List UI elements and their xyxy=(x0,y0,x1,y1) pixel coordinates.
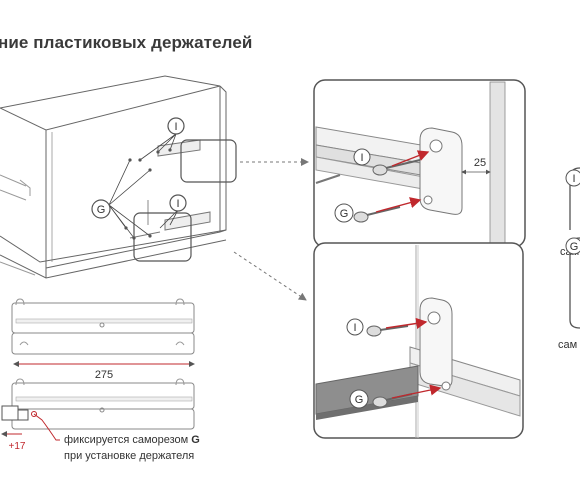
cabinet-screw-dots xyxy=(124,148,172,240)
rail-drawing-shift: +17 xyxy=(1,378,195,452)
side-label-bottom: сам xyxy=(558,339,577,351)
page-title: ние пластиковых держателей xyxy=(0,33,253,52)
screw-i-top xyxy=(372,159,421,176)
detail-panel-top: I G 25 xyxy=(313,79,526,248)
marker-g-cabinet: G xyxy=(91,199,111,219)
caption-line1: фиксируется саморезом G xyxy=(64,434,200,446)
svg-text:I: I xyxy=(176,198,179,210)
callout-lines xyxy=(108,133,179,239)
marker-g-panel-bottom: G xyxy=(349,389,369,409)
screw-i-bottom xyxy=(366,325,409,337)
svg-text:I: I xyxy=(174,121,177,133)
svg-text:G: G xyxy=(340,208,349,220)
caption-line2: при установке держателя xyxy=(64,450,194,462)
svg-text:I: I xyxy=(572,173,575,185)
screw-g-top xyxy=(353,206,401,223)
svg-text:G: G xyxy=(355,394,364,406)
pointer-line-bottom xyxy=(233,251,307,301)
svg-text:G: G xyxy=(570,241,579,253)
highlight-box-top xyxy=(180,139,237,183)
marker-g-panel-top: G xyxy=(334,203,354,223)
svg-text:I: I xyxy=(360,152,363,164)
side-panel-bottom: G сам xyxy=(558,237,580,351)
marker-i-bottom: I xyxy=(169,194,187,212)
svg-text:I: I xyxy=(353,322,356,334)
dimension-shift: +17 xyxy=(9,441,26,452)
detail-panel-bottom: I G xyxy=(313,242,524,439)
rail-drawing-length: 275 xyxy=(11,298,195,381)
dimension-rail-length: 275 xyxy=(95,369,113,381)
svg-text:G: G xyxy=(97,204,106,216)
marker-i-panel-top: I xyxy=(353,148,371,166)
highlight-box-bottom xyxy=(133,212,192,262)
dimension-top-offset: 25 xyxy=(474,157,486,169)
marker-i-panel-bottom: I xyxy=(346,318,364,336)
marker-i-top: I xyxy=(167,117,185,135)
cabinet-drawing xyxy=(0,75,227,279)
